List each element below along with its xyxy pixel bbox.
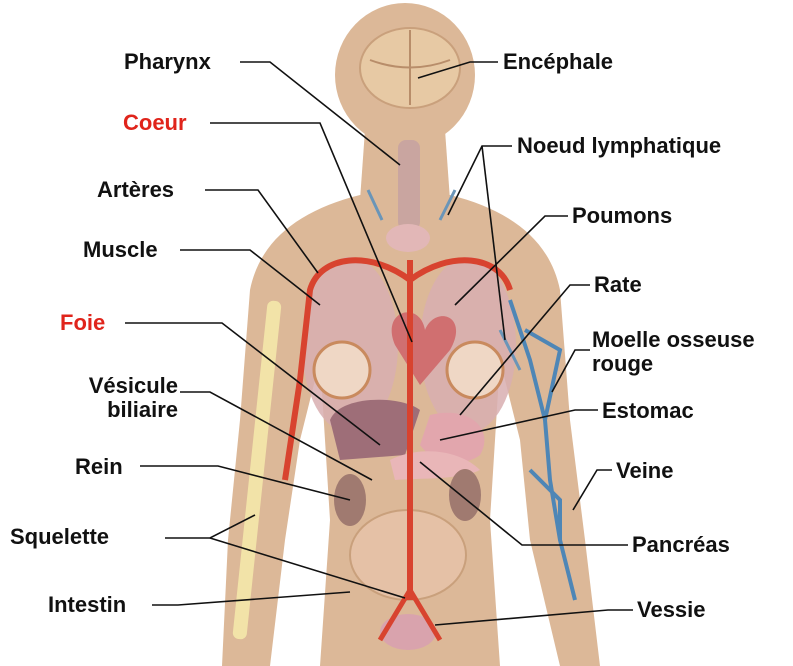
label-rein: Rein bbox=[75, 455, 123, 479]
kidney-right bbox=[449, 469, 481, 521]
label-moelle-2: rouge bbox=[592, 352, 653, 376]
label-intestin: Intestin bbox=[48, 593, 126, 617]
label-coeur: Coeur bbox=[123, 111, 187, 135]
label-vessie: Vessie bbox=[637, 598, 706, 622]
label-noeud-lymphatique: Noeud lymphatique bbox=[517, 134, 721, 158]
label-pharynx: Pharynx bbox=[124, 50, 211, 74]
label-moelle-1: Moelle osseuse bbox=[592, 328, 755, 352]
label-encephale: Encéphale bbox=[503, 50, 613, 74]
label-muscle: Muscle bbox=[83, 238, 158, 262]
label-veine: Veine bbox=[616, 459, 673, 483]
label-foie: Foie bbox=[60, 311, 105, 335]
label-vesicule-2: biliaire bbox=[62, 398, 178, 422]
label-pancreas: Pancréas bbox=[632, 533, 730, 557]
label-squelette: Squelette bbox=[10, 525, 109, 549]
label-poumons: Poumons bbox=[572, 204, 672, 228]
label-arteres: Artères bbox=[97, 178, 174, 202]
label-vesicule-1: Vésicule bbox=[62, 374, 178, 398]
pharynx-shape bbox=[398, 140, 420, 230]
label-estomac: Estomac bbox=[602, 399, 694, 423]
label-rate: Rate bbox=[594, 273, 642, 297]
